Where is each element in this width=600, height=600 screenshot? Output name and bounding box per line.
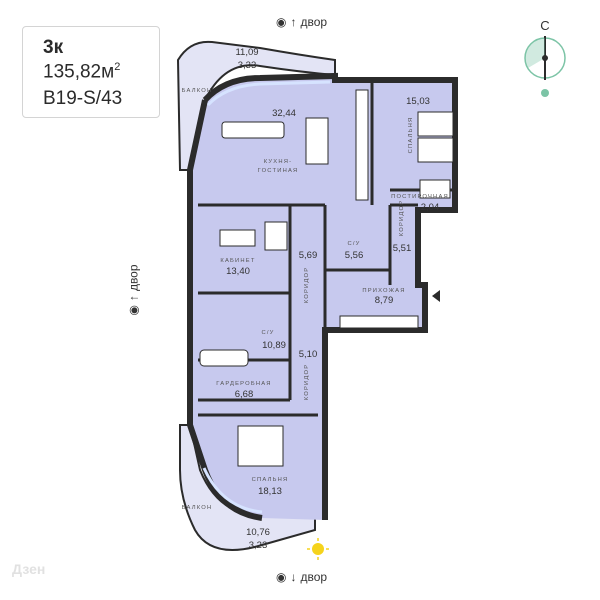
view-label-bottom: ◉ ↓ двор [276, 570, 328, 584]
corridor-low-name: КОРИДОР [304, 364, 310, 401]
sun-icon [307, 538, 329, 560]
bedroom1-area: 15,03 [406, 96, 430, 107]
eye-icon: ◉ [276, 15, 287, 29]
office-area: 13,40 [226, 266, 250, 277]
desk [219, 229, 256, 247]
total-area: 135,82м2 [43, 61, 121, 83]
outer-wall-left [187, 99, 263, 521]
outer-wall-right [202, 72, 458, 520]
compass-sector [525, 38, 545, 68]
kitchen-name-1: КУХНЯ- [264, 159, 293, 165]
balcony-bottom-sub: 3,23 [249, 540, 268, 551]
compass-sun-icon [541, 89, 549, 97]
armchair [264, 221, 288, 251]
window-top [206, 80, 331, 107]
balcony-top-area: 11,09 [235, 47, 258, 58]
entrance-arrow-icon [432, 290, 440, 302]
interior-walls [198, 80, 455, 417]
view-label-top: ◉ ↑ двор [276, 15, 328, 29]
bath-small-area: 5,56 [345, 250, 364, 261]
bed-2 [237, 425, 284, 467]
hallway-storage [339, 315, 419, 329]
sofa [221, 121, 285, 139]
closet-area: 2,04 [421, 202, 440, 213]
corridor-mid-area: 5,69 [299, 250, 318, 261]
wardrobe-area: 6,68 [235, 389, 254, 400]
hallway-name: ПРИХОЖАЯ [362, 288, 405, 294]
compass: С [524, 18, 566, 97]
room-count: 3к [43, 37, 64, 58]
bedroom1-name: СПАЛЬНЯ [408, 117, 414, 154]
apartment-floor [190, 76, 455, 520]
eye-icon: ◉ [276, 570, 287, 584]
balcony-bottom-name: БАЛКОН [182, 505, 213, 511]
watermark: Дзен [12, 561, 46, 577]
dining-table [305, 117, 329, 165]
apartment-info-card: 3к 135,82м2 B19-S/43 [22, 26, 160, 118]
kitchen-counter [355, 89, 369, 201]
corridor-mid-name: КОРИДОР [304, 267, 310, 304]
washer [419, 179, 451, 199]
arrow-up-icon: ↑ [290, 15, 297, 29]
bed-1a [417, 111, 454, 137]
compass-north-label: С [540, 18, 549, 33]
kitchen-name-2: ГОСТИНАЯ [258, 168, 299, 174]
balcony-top-sub: 3,33 [238, 60, 257, 71]
bathtub [199, 349, 249, 367]
furniture [199, 89, 454, 467]
bedroom2-name: СПАЛЬНЯ [252, 477, 289, 483]
arrow-down-icon: ↓ [290, 570, 297, 584]
balcony-bottom-area: 10,76 [246, 527, 270, 538]
hallway-area: 8,79 [375, 295, 394, 306]
bed-1b [417, 137, 454, 163]
closet-name: ПОСТИРОЧНАЯ [391, 194, 449, 200]
room-labels: 11,09 3,33 БАЛКОН 32,44 КУХНЯ- ГОСТИНАЯ … [182, 47, 449, 551]
bedroom2-area: 18,13 [258, 486, 282, 497]
bath-big-name: С/У [261, 330, 274, 336]
kitchen-area: 32,44 [272, 108, 296, 119]
office-name: КАБИНЕТ [220, 258, 255, 264]
apartment-code: B19-S/43 [43, 88, 123, 109]
corridor-small-name: КОРИДОР [399, 200, 405, 237]
bath-big-area: 10,89 [262, 340, 286, 351]
corridor-small-area: 5,51 [393, 243, 412, 254]
compass-center [542, 55, 548, 61]
bath-small-name: С/У [347, 241, 360, 247]
balcony-top-name: БАЛКОН [182, 88, 213, 94]
wardrobe-name: ГАРДЕРОБНАЯ [216, 381, 271, 387]
corridor-low-area: 5,10 [299, 349, 318, 360]
window-bottom [202, 467, 263, 514]
